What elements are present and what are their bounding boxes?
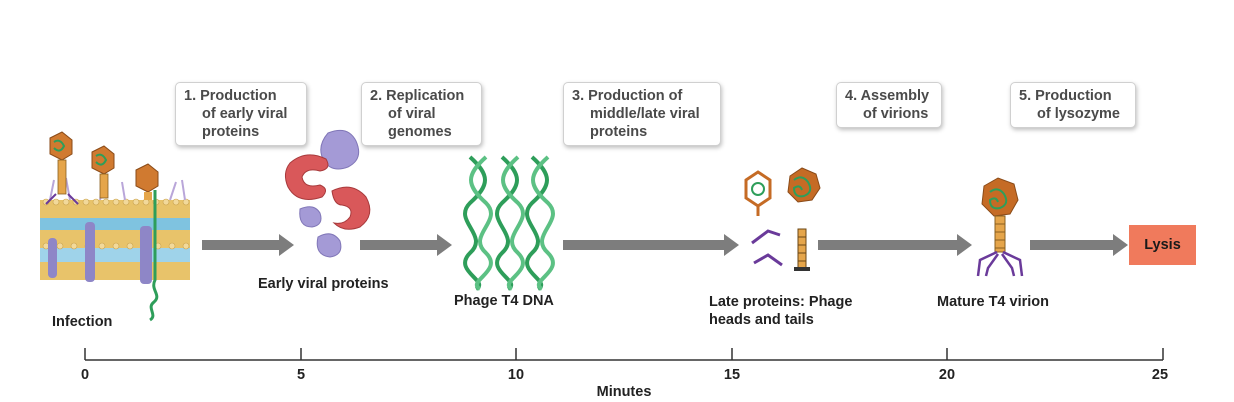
tick-label-0: 0: [80, 367, 90, 383]
step-5-line-2: of lysozyme: [1037, 106, 1120, 122]
arrow-infection-to-early: [202, 234, 294, 256]
tick-label-15: 15: [723, 367, 741, 383]
phage-head-icon: [744, 167, 821, 216]
arrow-virion-to-lysis: [1030, 234, 1128, 256]
step-2-line-3: genomes: [388, 124, 452, 140]
mature-virion-label: Mature T4 virion: [937, 294, 1049, 310]
arrow-dna-to-late: [563, 234, 739, 256]
tick-label-20: 20: [938, 367, 956, 383]
axis-title: Minutes: [596, 384, 652, 400]
step-4-line-1: 4. Assembly: [845, 88, 930, 104]
timeline-axis: [84, 348, 1164, 361]
dna-helix-icon: [463, 155, 555, 291]
step-3-line-1: 3. Production of: [572, 88, 683, 104]
step-3-line-3: proteins: [590, 124, 648, 140]
infection-label: Infection: [52, 314, 113, 330]
step-1-line-1: 1. Production: [184, 88, 277, 104]
cell-membrane-infection-icon: [40, 131, 190, 322]
late-proteins-label-2: heads and tails: [709, 312, 814, 328]
early-protein-blobs-icon: [284, 129, 371, 258]
phage-tail-icon: [751, 228, 810, 271]
mature-virion-icon: [976, 177, 1024, 277]
step-5-line-1: 5. Production: [1019, 88, 1112, 104]
tick-label-10: 10: [507, 367, 525, 383]
step-box-3: 3. Production of middle/late viral prote…: [563, 82, 721, 146]
lysis-box: Lysis: [1129, 225, 1196, 265]
tick-label-25: 25: [1151, 367, 1169, 383]
step-box-4: 4. Assembly of virions: [836, 82, 942, 128]
step-1-line-2: of early viral: [202, 106, 288, 122]
late-proteins-label-1: Late proteins: Phage: [709, 294, 853, 310]
step-3-line-2: middle/late viral: [590, 106, 700, 122]
step-1-line-3: proteins: [202, 124, 260, 140]
arrow-late-to-virion: [818, 234, 972, 256]
early-proteins-label: Early viral proteins: [258, 276, 389, 292]
phage-dna-label: Phage T4 DNA: [454, 293, 554, 309]
step-box-2: 2. Replication of viral genomes: [361, 82, 482, 146]
step-2-line-2: of viral: [388, 106, 436, 122]
step-box-1: 1. Production of early viral proteins: [175, 82, 307, 146]
arrow-early-to-dna: [360, 234, 452, 256]
step-2-line-1: 2. Replication: [370, 88, 465, 104]
tick-label-5: 5: [296, 367, 306, 383]
step-4-line-2: of virions: [863, 106, 929, 122]
step-box-5: 5. Production of lysozyme: [1010, 82, 1136, 128]
